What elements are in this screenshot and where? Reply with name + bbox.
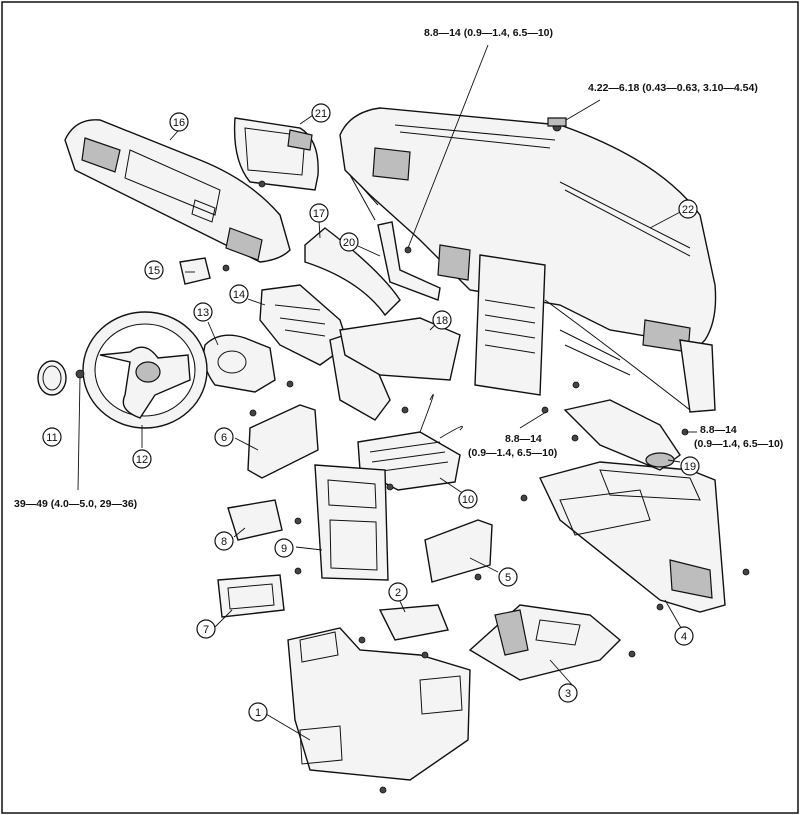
svg-text:5: 5 — [505, 572, 511, 584]
svg-text:19: 19 — [684, 461, 696, 473]
callout-18: 18 — [432, 310, 452, 330]
part-6-side-panel — [247, 404, 319, 479]
part-5-side-cover — [424, 519, 493, 583]
part-13-column-cover — [203, 334, 276, 393]
callout-5: 5 — [498, 567, 518, 587]
torque-spec-center-line2: (0.9—1.4, 6.5—10) — [468, 447, 557, 459]
callout-7: 7 — [196, 619, 216, 639]
part-3-shift-console — [468, 604, 622, 681]
svg-text:20: 20 — [343, 237, 355, 249]
fasteners — [222, 117, 750, 794]
svg-text:3: 3 — [565, 688, 571, 700]
part-7-storage-box — [217, 574, 285, 618]
callout-6: 6 — [214, 427, 234, 447]
svg-text:13: 13 — [197, 307, 209, 319]
callout-14: 14 — [229, 284, 249, 304]
callout-16: 16 — [169, 112, 189, 132]
torque-spec-right-line2: (0.9—1.4, 6.5—10) — [694, 438, 783, 450]
svg-text:9: 9 — [281, 543, 287, 555]
svg-text:17: 17 — [313, 208, 325, 220]
svg-text:11: 11 — [46, 432, 57, 444]
part-11-horn-pad — [37, 360, 67, 396]
callout-15: 15 — [144, 260, 164, 280]
svg-text:16: 16 — [173, 117, 185, 129]
torque-spec-steering-nut: 39—49 (4.0—5.0, 29—36) — [14, 498, 137, 510]
part-15-cap — [179, 257, 211, 285]
callout-21: 21 — [311, 103, 331, 123]
part-12-steering-wheel — [82, 311, 208, 429]
svg-text:4: 4 — [681, 631, 687, 643]
part-1-console — [287, 627, 471, 781]
torque-leaders — [77, 44, 697, 491]
callout-1: 1 — [248, 702, 268, 722]
svg-text:14: 14 — [233, 289, 245, 301]
callout-11: 11 — [42, 427, 62, 447]
svg-text:21: 21 — [315, 108, 327, 120]
svg-text:2: 2 — [395, 587, 401, 599]
callouts: 1 2 3 4 5 6 7 8 — [42, 103, 700, 722]
steering-nut — [75, 369, 85, 379]
svg-text:6: 6 — [221, 432, 227, 444]
part-8-pocket — [227, 499, 283, 541]
callout-17: 17 — [309, 203, 329, 223]
part-22-dashboard — [339, 107, 717, 413]
svg-text:15: 15 — [148, 265, 160, 277]
svg-text:10: 10 — [462, 494, 474, 506]
part-16-instrument-bezel — [64, 119, 291, 263]
callout-2: 2 — [388, 582, 408, 602]
part-18-duct — [339, 317, 461, 381]
svg-text:12: 12 — [136, 454, 148, 466]
svg-text:8: 8 — [221, 536, 227, 548]
part-2-tray — [378, 604, 449, 641]
callout-13: 13 — [193, 302, 213, 322]
callout-8: 8 — [214, 531, 234, 551]
part-21-meter-cluster — [233, 117, 319, 191]
callout-9: 9 — [274, 538, 294, 558]
svg-text:1: 1 — [255, 707, 261, 719]
callout-22: 22 — [678, 199, 698, 219]
callout-12: 12 — [132, 449, 152, 469]
torque-spec-top: 8.8—14 (0.9—1.4, 6.5—10) — [424, 27, 553, 39]
part-19-lower-panel — [563, 399, 681, 471]
callout-3: 3 — [558, 683, 578, 703]
torque-spec-bolt: 4.22—6.18 (0.43—0.63, 3.10—4.54) — [588, 82, 758, 94]
svg-text:18: 18 — [436, 315, 448, 327]
svg-text:22: 22 — [682, 204, 694, 216]
callout-19: 19 — [680, 456, 700, 476]
torque-spec-right-line1: 8.8—14 — [700, 424, 737, 436]
torque-spec-center-line1: 8.8—14 — [505, 433, 542, 445]
callout-4: 4 — [674, 626, 694, 646]
svg-text:7: 7 — [203, 624, 209, 636]
part-9-center-bezel — [314, 464, 389, 581]
part-4-glove-box — [539, 461, 726, 613]
callout-20: 20 — [339, 232, 359, 252]
callout-10: 10 — [458, 489, 478, 509]
